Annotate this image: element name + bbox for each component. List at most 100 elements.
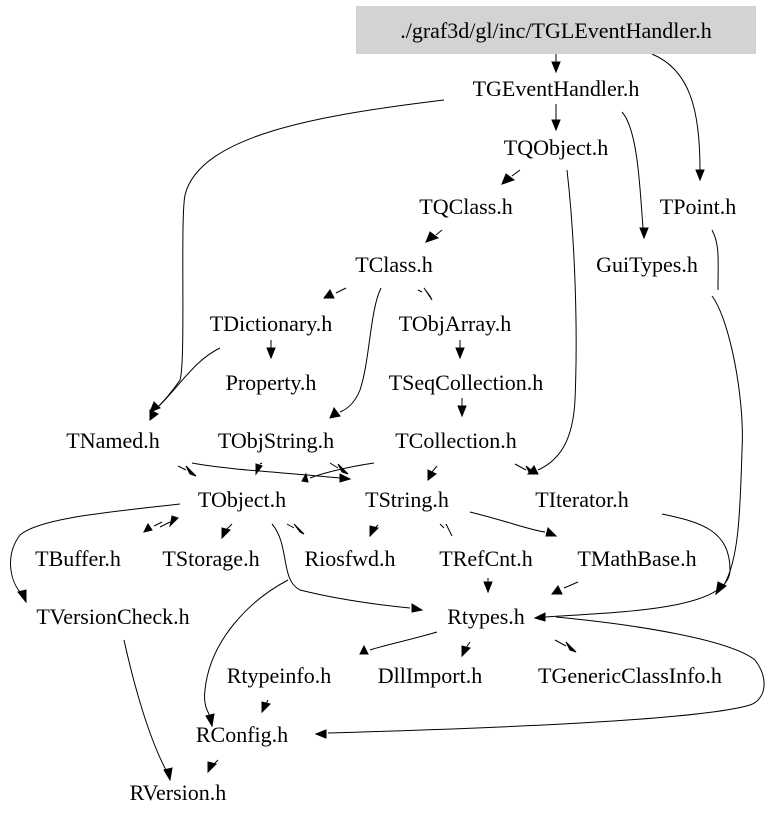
node-tqclass[interactable]: TQClass.h (419, 194, 513, 219)
edge-line (621, 111, 644, 229)
edge-line (327, 616, 765, 734)
edge-tbuffer-to-tstorage (159, 515, 179, 528)
arrowhead-icon (423, 287, 433, 301)
node-rtypeinfo[interactable]: Rtypeinfo.h (227, 663, 332, 688)
edge-tstorage-to-rconfig (204, 579, 289, 728)
arrowhead-icon (323, 289, 335, 299)
edge-tobjarray-to-tseqcollection (455, 340, 465, 360)
edge-tobject-to-tstorage (221, 523, 233, 540)
edge-tstring-to-riosfwd (369, 524, 379, 538)
arrowhead-icon (461, 645, 471, 658)
edge-line (159, 347, 221, 406)
edge-tobject-to-rtypes (271, 523, 424, 613)
node-tobjarray[interactable]: TObjArray.h (399, 311, 511, 336)
node-tcollection[interactable]: TCollection.h (395, 428, 517, 453)
edge-line (123, 639, 167, 771)
node-tdictionary[interactable]: TDictionary.h (210, 311, 333, 336)
node-titerator[interactable]: TIterator.h (535, 487, 628, 512)
edge-rtypes-to-rtypeinfo (359, 631, 438, 655)
edge-tobject-to-tbuffer (143, 521, 163, 533)
arrowhead-icon (639, 227, 649, 240)
node-tmathbase[interactable]: TMathBase.h (577, 546, 696, 571)
edges-layer (10, 53, 765, 782)
arrowhead-icon (551, 585, 563, 595)
edge-line (271, 523, 411, 609)
edge-tgeventhandler-to-guitypes (621, 111, 649, 240)
arrowhead-icon (149, 401, 161, 413)
arrowhead-icon (425, 231, 440, 243)
edge-tstring-to-trefcnt (439, 523, 453, 537)
edge-rtypeinfo-to-rconfig (261, 699, 271, 714)
node-tstorage[interactable]: TStorage.h (162, 546, 259, 571)
arrowhead-icon (427, 469, 437, 481)
edge-tqclass-to-tclass (425, 229, 443, 243)
edge-line (329, 462, 339, 469)
node-tpoint[interactable]: TPoint.h (660, 194, 736, 219)
edge-line (563, 581, 579, 589)
node-tversioncheck[interactable]: TVersionCheck.h (36, 604, 189, 629)
arrowhead-icon (359, 644, 369, 655)
node-trefcnt[interactable]: TRefCnt.h (439, 546, 533, 571)
node-tclass[interactable]: TClass.h (355, 252, 433, 277)
arrowhead-icon (143, 523, 153, 533)
node-tgeventhandler[interactable]: TGEventHandler.h (473, 76, 640, 101)
edge-line (335, 287, 347, 294)
node-rconfig[interactable]: RConfig.h (196, 722, 288, 747)
edge-line (159, 521, 171, 528)
edge-tversioncheck-to-rversion (123, 639, 173, 782)
node-root[interactable]: ./graf3d/gl/inc/TGLEventHandler.h (400, 18, 712, 43)
node-tgenericclassinfo[interactable]: TGenericClassInfo.h (538, 663, 722, 688)
edge-tcollection-to-tobject (301, 462, 375, 483)
edge-line (177, 465, 187, 471)
edge-tcollection-to-titerator (514, 463, 538, 475)
node-guitypes[interactable]: GuiTypes.h (596, 252, 698, 277)
arrowhead-icon (293, 523, 305, 535)
arrowhead-icon (455, 347, 465, 360)
edge-line (154, 99, 445, 411)
edge-line (511, 169, 521, 177)
edge-tclass-to-tdictionary (323, 287, 347, 299)
node-property[interactable]: Property.h (226, 370, 317, 395)
arrowhead-icon (545, 527, 558, 537)
node-tqobject[interactable]: TQObject.h (504, 135, 608, 160)
node-dllimport[interactable]: DllImport.h (378, 663, 483, 688)
edge-tdictionary-to-tnamed (149, 347, 221, 413)
edge-root-to-tpoint (651, 53, 705, 182)
node-tbuffer[interactable]: TBuffer.h (35, 546, 121, 571)
node-tobjstring[interactable]: TObjString.h (218, 428, 334, 453)
edge-trefcnt-to-rtypes (483, 578, 493, 594)
node-tobject[interactable]: TObject.h (198, 487, 286, 512)
root-node-background (356, 6, 756, 54)
arrowhead-icon (501, 173, 516, 185)
node-rversion[interactable]: RVersion.h (130, 780, 227, 805)
edge-tseqcollection-to-tcollection (457, 398, 467, 418)
node-tnamed[interactable]: TNamed.h (66, 428, 159, 453)
edge-line (514, 463, 527, 471)
node-tseqcollection[interactable]: TSeqCollection.h (389, 370, 544, 395)
arrowhead-icon (255, 463, 263, 476)
edge-tclass-to-tobjstring (329, 287, 382, 419)
arrowhead-icon (457, 405, 467, 418)
arrowhead-icon (169, 515, 179, 528)
edge-tobjstring-to-tobject (255, 462, 263, 476)
arrowhead-icon (339, 473, 352, 483)
arrowhead-icon (17, 589, 27, 604)
edge-line (153, 521, 163, 527)
arrowhead-icon (483, 581, 493, 594)
node-rtypes[interactable]: Rtypes.h (447, 604, 525, 629)
edge-rtypes-to-dllimport (461, 641, 471, 658)
edge-line (711, 229, 719, 291)
node-riosfwd[interactable]: Riosfwd.h (304, 546, 395, 571)
edge-line (10, 503, 181, 593)
arrowhead-icon (533, 612, 546, 622)
arrowhead-icon (329, 406, 341, 419)
edge-rconfig-to-rversion (207, 759, 219, 774)
arrowhead-icon (301, 472, 309, 483)
arrowhead-icon (221, 527, 231, 540)
node-tstring[interactable]: TString.h (365, 487, 449, 512)
edge-line (711, 295, 743, 586)
edge-line (339, 287, 382, 413)
arrowhead-icon (411, 603, 424, 613)
arrowhead-icon (266, 347, 276, 360)
